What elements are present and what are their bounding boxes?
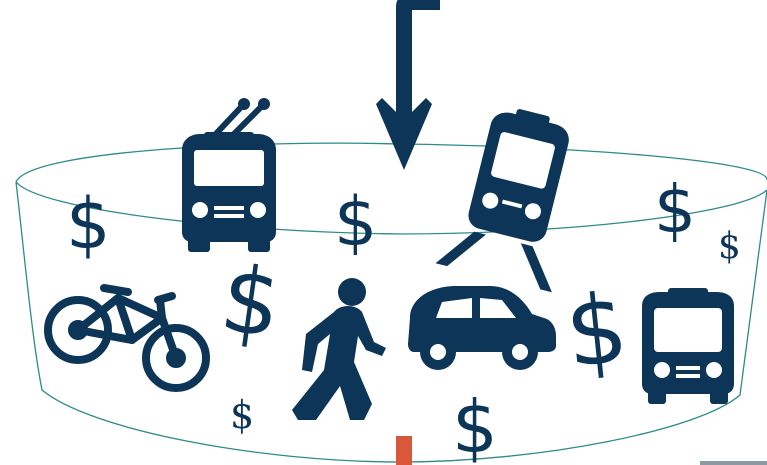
dollar-icon: $	[230, 393, 254, 437]
dollar-icon: $	[66, 183, 111, 265]
dollar-icon: $	[718, 226, 741, 267]
accent-marker	[396, 436, 412, 465]
down-arrow-icon	[376, 0, 440, 170]
tram-icon	[435, 109, 569, 293]
dollar-icon: $	[334, 183, 377, 262]
dollar-icon: $	[654, 171, 696, 248]
bowl-rim-bottom	[15, 181, 767, 235]
dollar-icon: $	[452, 385, 498, 465]
trolleybus-icon	[182, 98, 276, 252]
bus-icon	[642, 288, 734, 404]
car-icon	[408, 286, 556, 370]
dollar-icons: $ $ $ $ $ $ $ $	[66, 171, 741, 465]
bicycle-icon	[44, 284, 210, 392]
dollar-icon: $	[560, 272, 632, 390]
corner-line	[700, 461, 767, 465]
pedestrian-icon	[292, 278, 386, 420]
dollar-icon: $	[215, 245, 288, 359]
